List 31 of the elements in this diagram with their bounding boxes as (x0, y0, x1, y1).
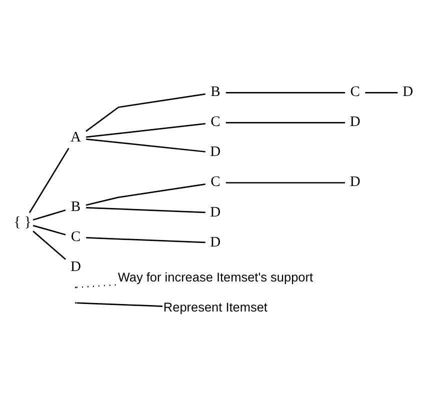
connector (226, 182, 346, 183)
connector (86, 236, 206, 243)
connector (86, 182, 206, 206)
node-text: D (210, 144, 221, 160)
node-text: C (210, 114, 220, 130)
node-text: D (210, 234, 221, 250)
connector (86, 206, 206, 213)
node-text: { } (14, 214, 32, 230)
node-text: C (210, 174, 220, 190)
node-text: D (210, 204, 221, 220)
connector (365, 91, 398, 93)
connector (32, 208, 66, 220)
connector (32, 230, 66, 260)
node-text: D (402, 84, 414, 100)
connector (32, 224, 66, 235)
connector (86, 138, 206, 152)
node-text: B (70, 198, 81, 214)
node-text: C (70, 228, 81, 244)
node-text: B (210, 84, 220, 100)
node-text: D (350, 114, 360, 130)
connector (86, 92, 206, 132)
legend-label: Represent Itemset (163, 299, 268, 314)
connector (226, 91, 346, 93)
node-text: C (350, 84, 360, 100)
connector (226, 122, 346, 123)
node-text: A (70, 129, 82, 146)
connector (86, 122, 206, 138)
node-text: D (350, 174, 360, 190)
connector (28, 147, 70, 213)
legend-label: Way for increase Itemset's support (118, 269, 314, 284)
node-text: D (70, 258, 82, 274)
